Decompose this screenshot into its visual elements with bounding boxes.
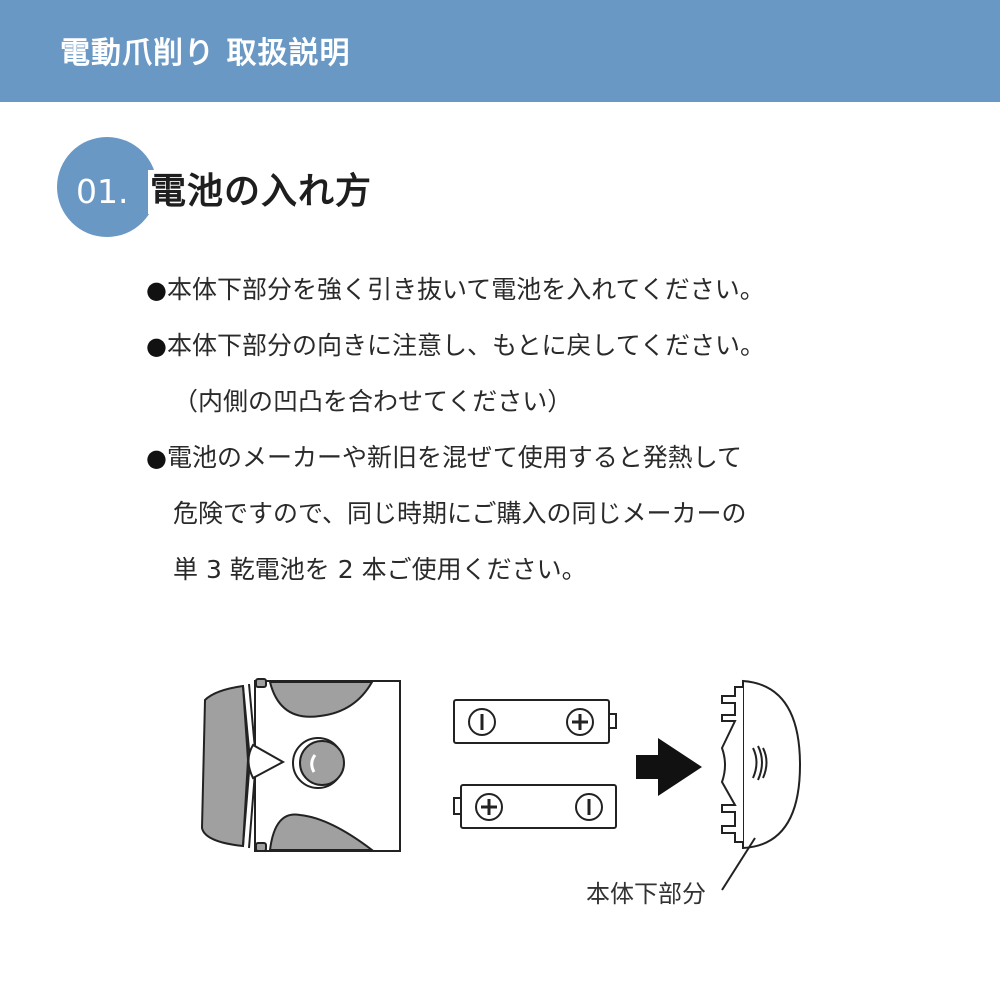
instruction-text: 電池のメーカーや新旧を混ぜて使用すると発熱して (166, 443, 742, 472)
bullet-icon: ● (146, 276, 167, 304)
instruction-text: 本体下部分の向きに注意し、もとに戻してください。 (166, 331, 765, 360)
instruction-text: （内側の凹凸を合わせてください） (173, 387, 573, 416)
header-bar: 電動爪削り 取扱説明 (0, 0, 1000, 102)
instruction-text: 単 3 乾電池を 2 本ご使用ください。 (173, 555, 587, 584)
instruction-item: ●電池のメーカーや新旧を混ぜて使用すると発熱して (146, 430, 866, 486)
battery-top-icon (453, 699, 617, 744)
battery-cover-icon (720, 679, 802, 891)
instruction-item: ●本体下部分を強く引き抜いて電池を入れてください。 (146, 262, 866, 318)
section-number: 01. (76, 172, 129, 211)
instruction-item: ●本体下部分の向きに注意し、もとに戻してください。 (146, 318, 866, 374)
instruction-item: 単 3 乾電池を 2 本ご使用ください。 (146, 542, 866, 598)
instructions-list: ●本体下部分を強く引き抜いて電池を入れてください。 ●本体下部分の向きに注意し、… (146, 262, 866, 598)
battery-insertion-illustration (200, 678, 802, 891)
section-number-badge (57, 137, 157, 237)
section-title: 電池の入れ方 (148, 170, 373, 214)
arrow-right-icon (636, 738, 702, 796)
nail-clipper-device-icon (200, 678, 401, 852)
page-title: 電動爪削り 取扱説明 (60, 36, 351, 71)
instruction-item: 危険ですので、同じ時期にご購入の同じメーカーの (146, 486, 866, 542)
instruction-text: 本体下部分を強く引き抜いて電池を入れてください。 (166, 275, 765, 304)
instruction-text: 危険ですので、同じ時期にご購入の同じメーカーの (173, 499, 747, 528)
instruction-item: （内側の凹凸を合わせてください） (146, 374, 866, 430)
cover-label: 本体下部分 (586, 880, 706, 908)
battery-bottom-icon (453, 784, 617, 829)
bullet-icon: ● (146, 444, 167, 472)
bullet-icon: ● (146, 332, 167, 360)
